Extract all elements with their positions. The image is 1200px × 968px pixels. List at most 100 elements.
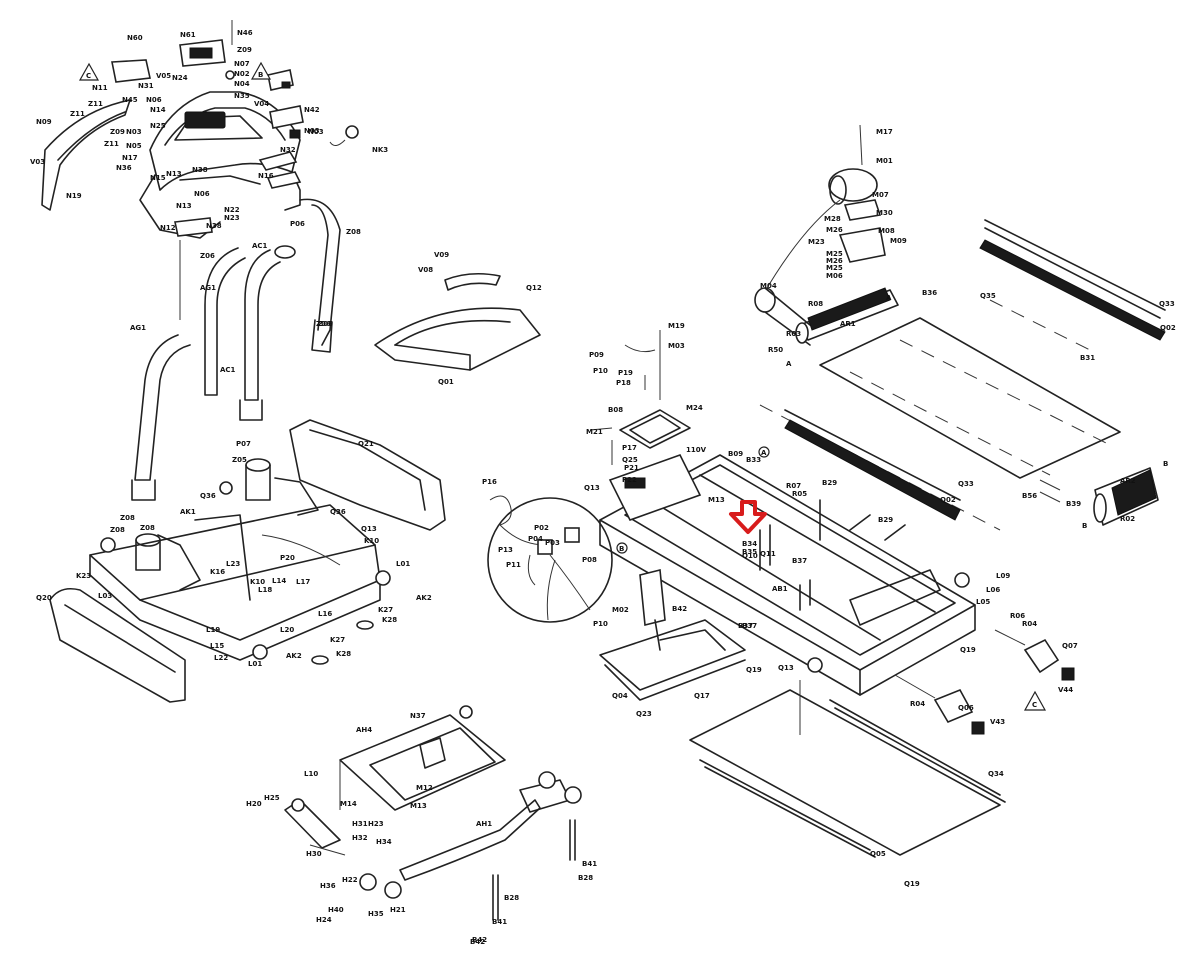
- part-label: AB1: [772, 585, 788, 593]
- part-label: Z06: [316, 320, 331, 328]
- part-label: N46: [237, 29, 253, 37]
- part-label: N38: [206, 222, 222, 230]
- part-label: M19: [668, 322, 685, 330]
- part-label: N05: [126, 142, 142, 150]
- part-label: Q36: [200, 492, 216, 500]
- part-label: N16: [258, 172, 274, 180]
- part-label: R04: [910, 700, 925, 708]
- part-label: M13: [410, 802, 427, 810]
- part-label: AG1: [200, 284, 216, 292]
- main-frame: [599, 440, 976, 696]
- part-label: M02: [612, 606, 629, 614]
- part-label: N23: [224, 214, 240, 222]
- part-label: N07: [234, 60, 250, 68]
- part-label: Q04: [612, 692, 628, 700]
- part-label: N11: [92, 84, 108, 92]
- part-label: H24: [316, 916, 332, 924]
- part-label: N03: [304, 127, 320, 135]
- part-label: B56: [1022, 492, 1037, 500]
- part-label: K27: [330, 636, 345, 644]
- part-label: H20: [246, 800, 262, 808]
- part-label: N03: [126, 128, 142, 136]
- part-label: N15: [150, 174, 166, 182]
- part-label: P07: [236, 440, 251, 448]
- part-label: L03: [98, 592, 112, 600]
- part-label: M26: [826, 257, 843, 265]
- motor-cover: [374, 272, 541, 371]
- part-label: L17: [296, 578, 310, 586]
- part-label: P13: [498, 546, 513, 554]
- part-label: P16: [482, 478, 497, 486]
- part-label: K27: [378, 606, 393, 614]
- part-label: B41: [582, 860, 597, 868]
- part-label: Q01: [438, 378, 454, 386]
- callout-symbols: C B C A B A A B B: [78, 61, 1168, 711]
- part-label: P22: [622, 476, 637, 484]
- part-label: B33: [746, 456, 761, 464]
- part-label: H25: [264, 794, 280, 802]
- part-label: Q35: [980, 292, 996, 300]
- part-label: Z09: [237, 46, 252, 54]
- part-label: M25: [826, 264, 843, 272]
- part-label: M06: [826, 272, 843, 280]
- part-label: Z08: [346, 228, 361, 236]
- part-label: Q19: [960, 646, 976, 654]
- part-label: N37: [410, 712, 426, 720]
- part-label: Q21: [358, 440, 374, 448]
- part-label: K10: [250, 578, 265, 586]
- part-label: R50: [768, 346, 783, 354]
- part-label: Q23: [636, 710, 652, 718]
- left-base-frame: [49, 419, 446, 703]
- part-label: N38: [192, 166, 208, 174]
- part-label: B37: [738, 622, 753, 630]
- part-label: V08: [418, 266, 433, 274]
- callout-letter-b1: B: [1163, 460, 1168, 468]
- callout-triangle-c2: C: [1032, 701, 1037, 709]
- part-label: B36: [922, 289, 937, 297]
- part-label: L20: [280, 626, 294, 634]
- part-label: Q13: [584, 484, 600, 492]
- part-label: Q07: [1062, 642, 1078, 650]
- part-label: B42: [472, 936, 487, 944]
- part-label: Z11: [88, 100, 103, 108]
- part-label: N22: [224, 206, 240, 214]
- part-label: L09: [996, 572, 1010, 580]
- part-label: Z08: [120, 514, 135, 522]
- callout-circle-a: A: [761, 449, 767, 457]
- part-label: M24: [686, 404, 703, 412]
- part-label: L01: [396, 560, 410, 568]
- part-label: N13: [166, 170, 182, 178]
- part-label: Z05: [232, 456, 247, 464]
- part-label: M17: [876, 128, 893, 136]
- part-label: B08: [608, 406, 623, 414]
- part-label: M04: [760, 282, 777, 290]
- part-label: AG1: [130, 324, 146, 332]
- part-label: P06: [290, 220, 305, 228]
- part-label: L16: [318, 610, 332, 618]
- part-label: K28: [336, 650, 351, 658]
- part-label: AR2: [1120, 477, 1136, 485]
- part-label: N42: [304, 106, 320, 114]
- part-label: V09: [434, 251, 449, 259]
- part-label: Z11: [104, 140, 119, 148]
- part-label: P18: [616, 379, 631, 387]
- part-label: N02: [234, 70, 250, 78]
- part-label: R06: [1010, 612, 1025, 620]
- part-label: Q17: [694, 692, 710, 700]
- part-label: B29: [822, 479, 837, 487]
- part-label: Q11: [760, 550, 776, 558]
- handrails: [131, 198, 341, 501]
- part-label: AR1: [840, 320, 856, 328]
- part-label: H30: [306, 850, 322, 858]
- callout-triangle-c1: C: [86, 72, 91, 80]
- red-down-arrow: [729, 500, 767, 534]
- part-label: Z06: [318, 320, 333, 328]
- part-label: N09: [36, 118, 52, 126]
- part-label: H36: [320, 882, 336, 890]
- part-label: M26: [826, 226, 843, 234]
- part-label: R07: [786, 482, 801, 490]
- part-label: Q33: [958, 480, 974, 488]
- part-label: L01: [248, 660, 262, 668]
- part-label: B37: [792, 557, 807, 565]
